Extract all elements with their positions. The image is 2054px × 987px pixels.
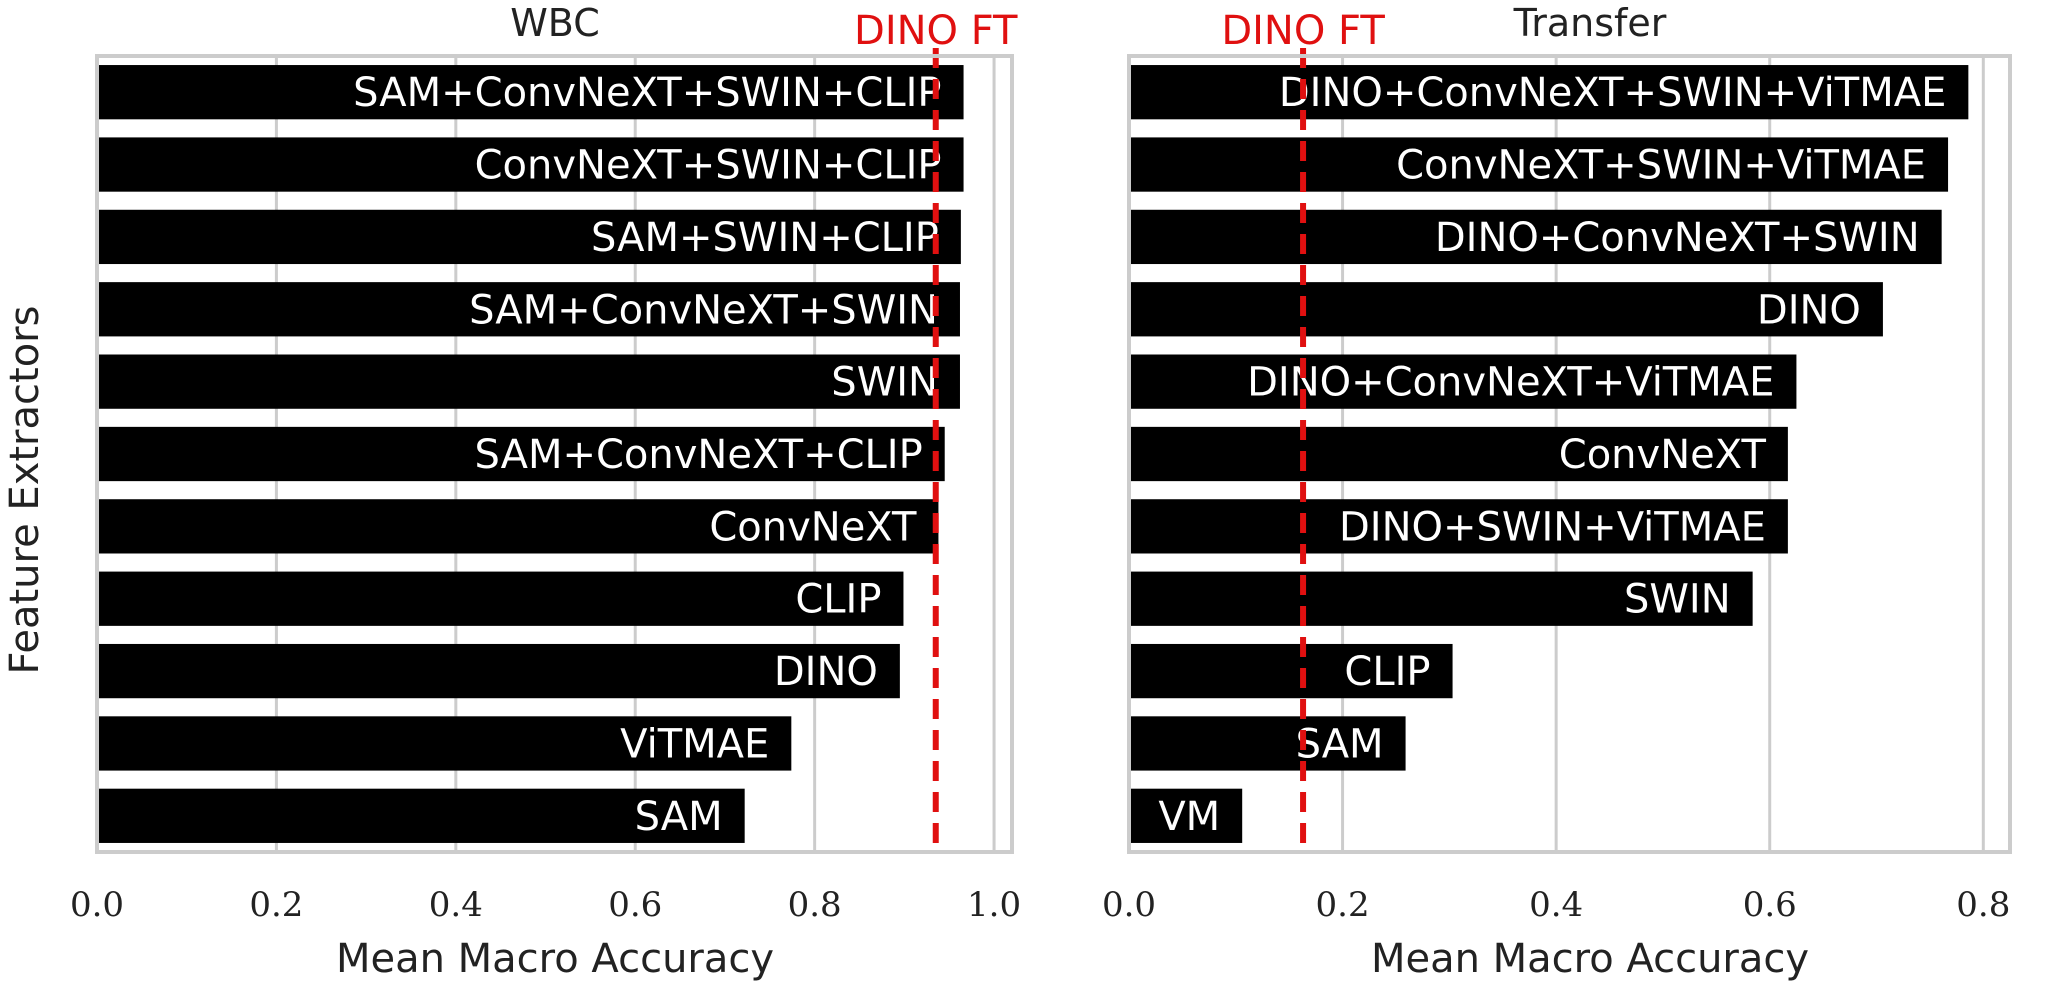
bar bbox=[1129, 354, 1797, 409]
bar-label: SAM bbox=[1296, 721, 1384, 767]
bar-label: DINO+ConvNeXT+SWIN+ViTMAE bbox=[1279, 70, 1946, 116]
x-tick-label: 0.4 bbox=[429, 885, 483, 925]
x-tick-label: 0.8 bbox=[1956, 885, 2010, 925]
x-tick-label: 0.2 bbox=[249, 885, 303, 925]
x-tick-label: 0.8 bbox=[788, 885, 842, 925]
axes-frame bbox=[1127, 54, 2012, 854]
bar bbox=[1129, 65, 1969, 120]
panel-title: Transfer bbox=[1513, 1, 1667, 45]
bar bbox=[1129, 137, 1949, 192]
x-tick-label: 0.2 bbox=[1316, 885, 1370, 925]
bar-label: DINO bbox=[1757, 287, 1861, 333]
bar bbox=[1129, 571, 1753, 626]
panel-wbc: WBC Mean Macro Accuracy SAM+ConvNeXT+SWI… bbox=[70, 1, 1021, 982]
bar bbox=[97, 571, 904, 626]
bar-label: SAM+ConvNeXT+SWIN+CLIP bbox=[353, 70, 941, 116]
bar-label: VM bbox=[1158, 794, 1220, 840]
bar-label: SAM+ConvNeXT+SWIN bbox=[469, 287, 938, 333]
bar-label: SWIN bbox=[831, 360, 938, 406]
bar bbox=[97, 137, 964, 192]
bar-label: SAM+SWIN+CLIP bbox=[591, 215, 939, 261]
bar-label: SAM+ConvNeXT+CLIP bbox=[474, 432, 922, 478]
bar-label: ConvNeXT+SWIN+CLIP bbox=[475, 143, 942, 189]
bar bbox=[1129, 209, 1942, 265]
bar bbox=[1129, 716, 1406, 771]
panel-transfer: Transfer Mean Macro Accuracy DINO+ConvNe… bbox=[1102, 1, 2012, 982]
bar-label: ViTMAE bbox=[620, 721, 769, 767]
reference-line-label: DINO FT bbox=[1221, 8, 1385, 54]
x-axis-label: Mean Macro Accuracy bbox=[336, 936, 774, 982]
bar bbox=[97, 426, 945, 482]
axes-frame bbox=[95, 54, 1014, 854]
bar-label: DINO bbox=[774, 649, 878, 695]
x-axis-label: Mean Macro Accuracy bbox=[1371, 936, 1809, 982]
bar bbox=[97, 354, 960, 409]
x-tick-label: 0.0 bbox=[70, 885, 124, 925]
x-tick-label: 0.6 bbox=[1743, 885, 1797, 925]
bar bbox=[1129, 426, 1788, 482]
x-tick-label: 0.0 bbox=[1102, 885, 1156, 925]
bar-label: DINO+ConvNeXT+ViTMAE bbox=[1247, 360, 1774, 406]
bar bbox=[97, 209, 961, 265]
bar bbox=[97, 499, 939, 554]
bar bbox=[1129, 282, 1883, 337]
bar-label: ConvNeXT bbox=[1559, 432, 1767, 478]
x-tick-label: 1.0 bbox=[967, 885, 1021, 925]
bar-label: DINO+SWIN+ViTMAE bbox=[1339, 504, 1766, 550]
x-tick-label: 0.6 bbox=[608, 885, 662, 925]
bar bbox=[97, 788, 745, 843]
bar bbox=[1129, 643, 1453, 699]
x-tick-label: 0.4 bbox=[1529, 885, 1583, 925]
bar bbox=[1129, 499, 1788, 554]
bar-label: SWIN bbox=[1624, 577, 1731, 623]
bar-label: ConvNeXT+SWIN+ViTMAE bbox=[1396, 143, 1926, 189]
bar bbox=[97, 282, 960, 337]
bar bbox=[97, 65, 964, 120]
bar bbox=[1129, 788, 1243, 843]
bar-label: CLIP bbox=[795, 577, 881, 623]
bar-label: ConvNeXT bbox=[709, 504, 917, 550]
bar-label: DINO+ConvNeXT+SWIN bbox=[1435, 215, 1920, 261]
bar bbox=[97, 716, 792, 771]
bar-label: SAM bbox=[635, 794, 723, 840]
panel-title: WBC bbox=[510, 1, 600, 45]
y-axis-label: Feature Extractors bbox=[2, 306, 48, 675]
bar-label: CLIP bbox=[1344, 649, 1430, 695]
reference-line-label: DINO FT bbox=[854, 8, 1018, 54]
bar bbox=[97, 643, 900, 699]
